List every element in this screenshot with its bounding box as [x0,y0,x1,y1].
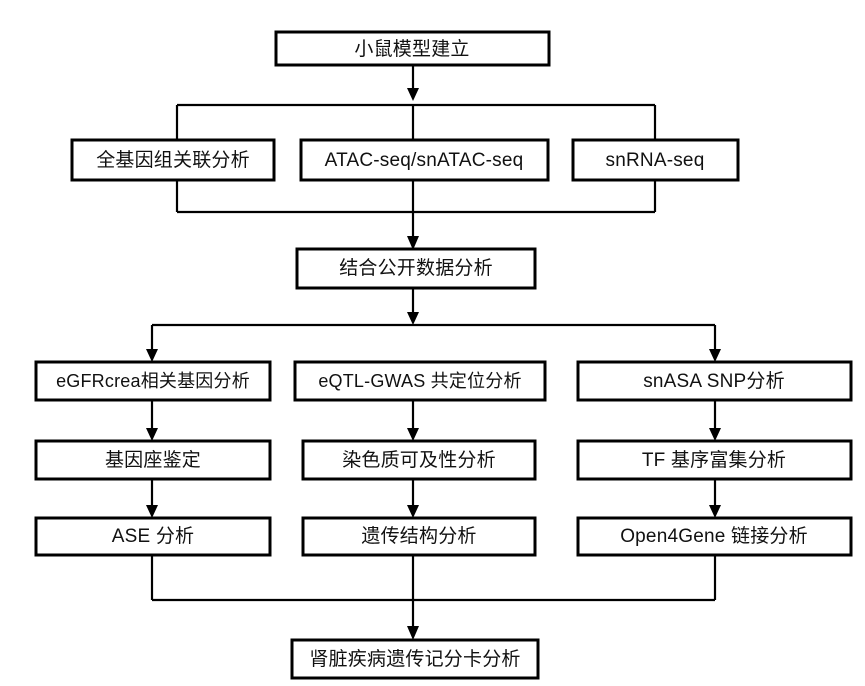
node-middle-step-2[interactable]: 染色质可及性分析 [301,439,537,481]
node-snrna-seq[interactable]: snRNA-seq [571,138,740,182]
node-snrna-seq-label: snRNA-seq [606,150,705,171]
node-right-step-1[interactable]: snASA SNP分析 [576,360,853,402]
node-gwas[interactable]: 全基因组关联分析 [70,138,276,182]
node-start[interactable]: 小鼠模型建立 [274,30,551,67]
node-left-step-1[interactable]: eGFRcrea相关基因分析 [34,360,272,402]
node-atac-seq[interactable]: ATAC-seq/snATAC-seq [299,138,550,182]
node-right-step-1-label: snASA SNP分析 [643,370,785,392]
node-atac-seq-label: ATAC-seq/snATAC-seq [325,150,524,171]
node-integration[interactable]: 结合公开数据分析 [295,247,537,290]
node-right-step-3-label: Open4Gene 链接分析 [620,525,808,547]
connector-start-to-assay-bus [175,65,657,140]
node-left-step-2-label: 基因座鉴定 [105,449,201,471]
node-integration-label: 结合公开数据分析 [339,257,493,279]
connector-right-column-steps [709,400,721,518]
connector-middle-column-steps [407,400,419,518]
node-start-label: 小鼠模型建立 [354,38,469,60]
connector-columns-to-end [150,555,717,640]
node-end-label: 肾脏疾病遗传记分卡分析 [309,648,520,670]
node-left-step-2[interactable]: 基因座鉴定 [34,439,272,481]
node-middle-step-1[interactable]: eQTL-GWAS 共定位分析 [293,360,547,402]
connector-integration-to-columns [146,288,721,362]
node-end[interactable]: 肾脏疾病遗传记分卡分析 [290,638,540,680]
node-middle-step-3[interactable]: 遗传结构分析 [301,516,537,557]
node-left-step-3-label: ASE 分析 [112,525,195,547]
node-left-step-3[interactable]: ASE 分析 [34,516,272,557]
node-gwas-label: 全基因组关联分析 [96,149,250,171]
node-right-step-2[interactable]: TF 基序富集分析 [576,439,853,481]
node-middle-step-1-label: eQTL-GWAS 共定位分析 [318,371,521,391]
node-middle-step-2-label: 染色质可及性分析 [342,449,496,471]
node-right-step-2-label: TF 基序富集分析 [642,449,786,471]
connector-left-column-steps [146,400,158,518]
connector-assay-to-integration [175,180,657,250]
node-middle-step-3-label: 遗传结构分析 [361,525,476,547]
node-right-step-3[interactable]: Open4Gene 链接分析 [576,516,853,557]
node-left-step-1-label: eGFRcrea相关基因分析 [56,371,250,391]
